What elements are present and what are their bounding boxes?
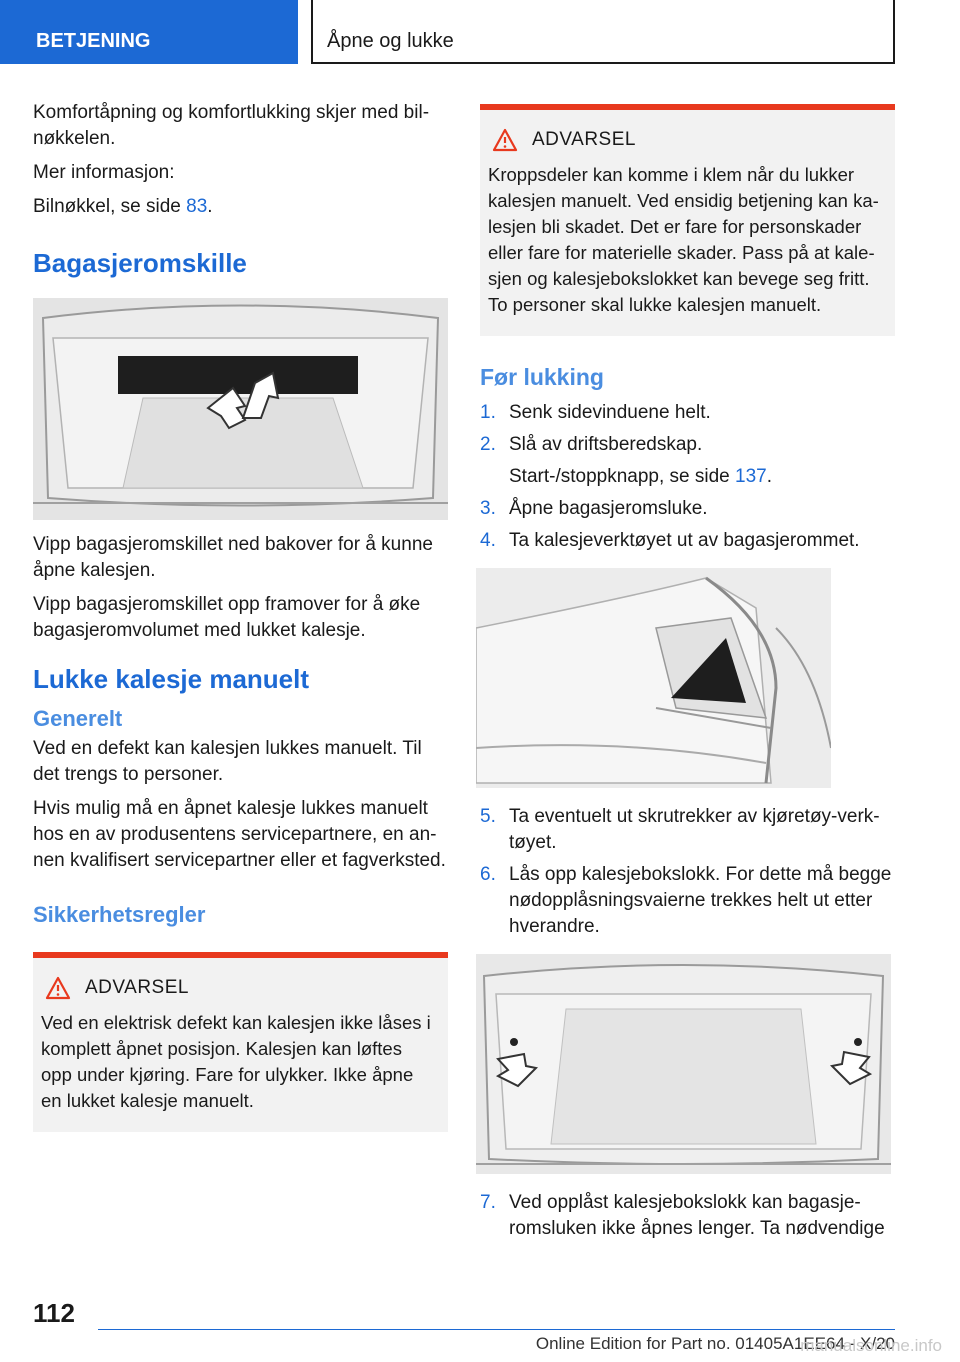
steps-list: 1. Senk sidevinduene helt. 2. Slå av drift… [480,400,895,554]
ref-suffix: . [207,196,213,217]
list-item: 7. Ved opplåst kalesjebokslokk kan bagasj… [480,1190,895,1242]
more-info-label: Mer informasjon: [33,162,175,183]
steps-list-continued: 5. Ta eventuelt ut skrutrekker av kjøretø… [480,804,895,940]
general-text-2: Hvis mulig må en åpnet kalesje lukkes ma… [33,798,446,871]
step-number: 2. [480,434,496,455]
list-item: 2. Slå av driftsberedskap. Start-/stoppkna… [480,432,895,490]
list-item: 6. Lås opp kalesjebokslokk. For dette må … [480,862,895,940]
step-number: 4. [480,530,496,551]
right-column: ADVARSEL Kroppsdeler kan komme i klem nå… [476,104,895,1248]
warning-header: ADVARSEL [492,128,881,152]
steps-list-end: 7. Ved opplåst kalesjebokslokk kan bagasj… [480,1190,895,1242]
trunk-tool-illustration [476,568,831,788]
warning-box-electric: ADVARSEL Ved en elektrisk defekt kan kal… [33,952,448,1132]
step-number: 1. [480,402,496,423]
step-number: 3. [480,498,496,519]
footer-divider [98,1329,895,1330]
key-reference: Bilnøkkel, se side 83. [33,194,448,220]
edition-text: Online Edition for Part no. 01405A1EE64 … [535,1334,895,1353]
trunk-divider-illustration [33,298,448,520]
step-subtext: Start-/stoppknapp, se side 137. [509,466,772,487]
step-text: Senk sidevinduene helt. [509,402,711,423]
warning-text: Kroppsdeler kan komme i klem når du lukk… [488,164,879,315]
step-number: 5. [480,806,496,827]
page-number: 112 [33,1298,75,1328]
warning-triangle-icon [492,128,518,152]
section-tab: BETJENING [0,0,298,64]
warning-text: Ved en elektrisk defekt kan kalesjen ikk… [41,1012,431,1111]
warning-header: ADVARSEL [45,976,434,1000]
divider-up-text: Vipp bagasjeromskillet opp framover for … [33,594,421,641]
subheading-safety: Sikkerhetsregler [33,902,206,927]
trunk-release-cables-illustration [476,954,891,1174]
heading-close-manual: Lukke kalesje manuelt [33,664,310,694]
ref-prefix: Bilnøkkel, se side [33,196,187,217]
step-text: Ta kalesjeverktøyet ut av bagasjerommet. [509,530,860,551]
subheading-general: Generelt [33,706,123,731]
left-column: Komfortåpning og komfortlukking skjer me… [33,100,448,1132]
list-item: 3. Åpne bagasjeromsluke. [480,496,895,522]
step-text: Lås opp kalesjebokslokk. For dette må be… [509,864,892,937]
step-text: Ta eventuelt ut skrutrekker av kjøretøy-… [509,806,880,853]
list-item: 4. Ta kalesjeverktøyet ut av bagasjeromme… [480,528,895,554]
step-text: Åpne bagasjeromsluke. [509,498,708,519]
heading-divider: Bagasjeromskille [33,248,247,278]
intro-text: Komfortåpning og komfortlukking skjer me… [33,102,430,149]
warning-triangle-icon [45,976,71,1000]
divider-down-text: Vipp bagasjeromskillet ned bakover for å… [33,534,433,581]
step-text: Slå av driftsberedskap. [509,434,703,455]
step-number: 6. [480,864,496,885]
general-text-1: Ved en defekt kan kalesjen lukkes manuel… [33,738,422,785]
subheading-before-closing: Før lukking [480,364,604,390]
list-item: 1. Senk sidevinduene helt. [480,400,895,426]
page-link-137[interactable]: 137 [735,466,767,487]
watermark-text: manualsonline.info [800,1336,942,1355]
list-item: 5. Ta eventuelt ut skrutrekker av kjøretø… [480,804,895,856]
chapter-title: Åpne og lukke [311,0,895,64]
step-text: Ved opplåst kalesjebokslokk kan bagasje­… [509,1192,885,1239]
warning-title: ADVARSEL [532,129,636,150]
warning-box-pinch: ADVARSEL Kroppsdeler kan komme i klem nå… [480,104,895,336]
page-link-83[interactable]: 83 [186,196,208,217]
warning-title: ADVARSEL [85,977,189,998]
step-number: 7. [480,1192,496,1213]
